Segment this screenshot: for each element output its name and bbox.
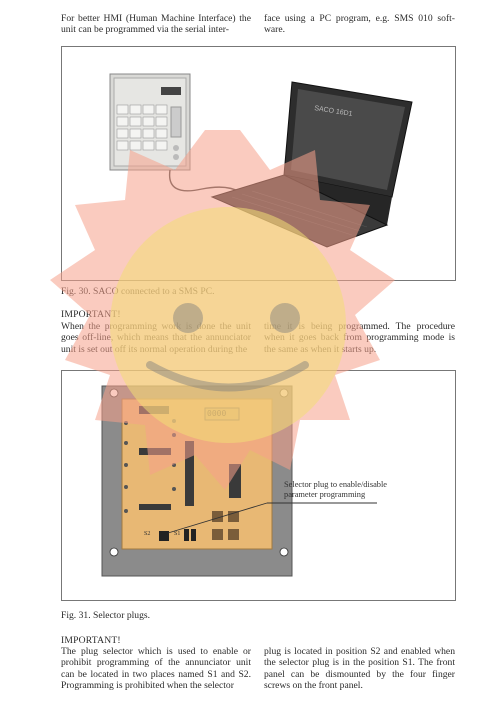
label-s1: S1: [174, 531, 181, 537]
callout-line: [167, 502, 268, 534]
important-1-text-left: When the programming work is done the un…: [61, 321, 251, 355]
laptop: [210, 81, 413, 248]
circuit-board: [121, 398, 273, 550]
important-heading-1: IMPORTANT!: [61, 309, 121, 320]
display-readout: 0000: [207, 409, 227, 418]
figure-30-illustration: [109, 73, 413, 248]
figure-30-frame: SACO 16D1: [61, 46, 456, 281]
figure-30-caption: Fig. 30. SACO connected to a SMS PC.: [61, 286, 215, 297]
lower-buttons: [212, 511, 239, 540]
selector-plug-callout: Selector plug to enable/disable paramete…: [284, 480, 388, 499]
important-2-text-left: The plug selector which is used to enabl…: [61, 646, 251, 692]
important-1-text-right: time it is being programmed. The procedu…: [264, 321, 455, 355]
label-s2: S2: [144, 531, 151, 537]
figure-31-caption: Fig. 31. Selector plugs.: [61, 610, 151, 621]
selector-plug: [159, 529, 196, 541]
saco-unit: [109, 73, 191, 171]
intro-text-left: For better HMI (Human Machine Interface)…: [61, 13, 251, 36]
important-2-text-right: plug is located in position S2 and enabl…: [264, 646, 455, 692]
intro-text-right: face using a PC program, e.g. SMS 010 so…: [264, 13, 455, 36]
figure-31-frame: 0000 S2 S1 Selector plug to enable/disab…: [61, 370, 456, 601]
important-heading-2: IMPORTANT!: [61, 635, 121, 646]
